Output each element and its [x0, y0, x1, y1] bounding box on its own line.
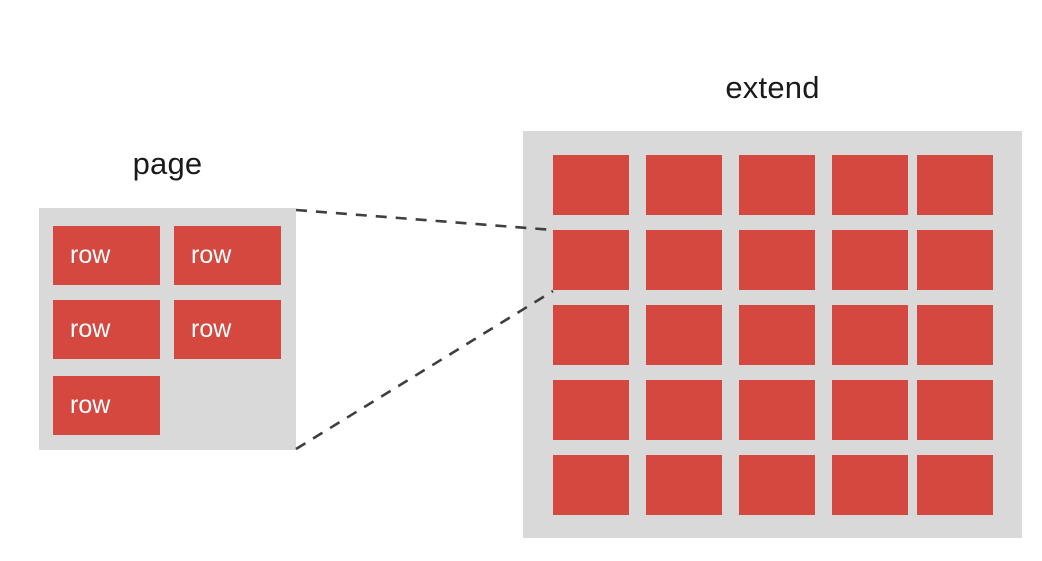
extend-grid-cell[interactable] — [917, 380, 993, 440]
extend-grid-cell[interactable] — [917, 230, 993, 290]
extend-grid-cell[interactable] — [832, 380, 908, 440]
page-row-cell[interactable]: row — [174, 226, 281, 285]
extend-group-label: extend — [725, 70, 820, 105]
extend-grid-cell[interactable] — [553, 455, 629, 515]
extend-grid-cell[interactable] — [832, 230, 908, 290]
extend-grid-cell[interactable] — [832, 455, 908, 515]
connector-line-top — [295, 208, 554, 232]
extend-grid-cell[interactable] — [646, 305, 722, 365]
extend-grid-cell[interactable] — [739, 455, 815, 515]
extend-panel — [523, 131, 1022, 538]
page-row-cell[interactable]: row — [53, 226, 160, 285]
extend-grid-cell[interactable] — [917, 455, 993, 515]
extend-grid-cell[interactable] — [646, 155, 722, 215]
extend-grid-cell[interactable] — [553, 230, 629, 290]
extend-grid-cell[interactable] — [739, 230, 815, 290]
extend-grid-cell[interactable] — [739, 155, 815, 215]
page-row-cell[interactable]: row — [53, 300, 160, 359]
extend-grid-cell[interactable] — [553, 155, 629, 215]
extend-grid-cell[interactable] — [917, 155, 993, 215]
page-panel: row row row row row — [39, 208, 296, 450]
page-row-cell[interactable]: row — [53, 376, 160, 435]
extend-grid-cell[interactable] — [739, 380, 815, 440]
page-group-label: page — [132, 146, 203, 181]
extend-grid-cell[interactable] — [832, 155, 908, 215]
connector-line-bottom — [295, 289, 554, 451]
extend-grid-cell[interactable] — [646, 380, 722, 440]
extend-grid-cell[interactable] — [646, 230, 722, 290]
extend-grid-cell[interactable] — [739, 305, 815, 365]
extend-grid-cell[interactable] — [917, 305, 993, 365]
extend-grid-cell[interactable] — [553, 380, 629, 440]
extend-grid-cell[interactable] — [832, 305, 908, 365]
extend-grid-cell[interactable] — [553, 305, 629, 365]
extend-grid-cell[interactable] — [646, 455, 722, 515]
page-row-cell[interactable]: row — [174, 300, 281, 359]
